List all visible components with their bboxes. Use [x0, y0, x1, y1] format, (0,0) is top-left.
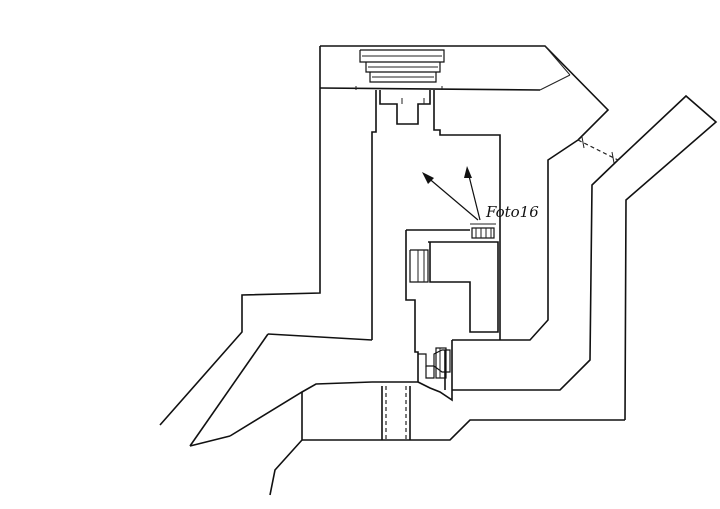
- photo-marker-label: Foto16: [485, 203, 539, 221]
- lower-passage: [269, 386, 625, 496]
- embrasure-top: [355, 49, 445, 90]
- outer-wall-left: [159, 46, 321, 447]
- photo-viewpoint-arrows: [422, 166, 481, 221]
- right-gallery: [452, 94, 718, 421]
- inner-room-upper: [371, 90, 501, 340]
- top-block: [319, 45, 610, 141]
- gun-mount-lower: [418, 347, 451, 379]
- hatch-detail: [470, 223, 496, 239]
- corridor: [229, 333, 500, 437]
- inner-room-lower: [372, 229, 499, 383]
